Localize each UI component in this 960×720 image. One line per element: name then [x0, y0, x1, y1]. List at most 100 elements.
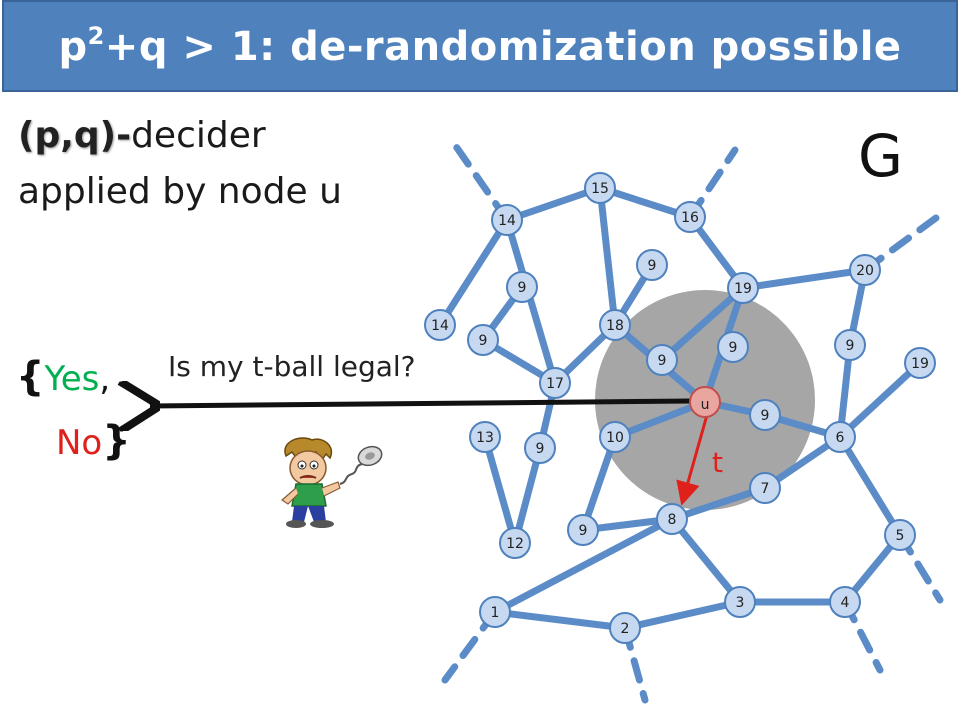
graph-node: 10: [599, 421, 631, 453]
node-circle: [467, 324, 499, 356]
node-label: 1: [491, 605, 500, 621]
graph-node: 9: [636, 249, 668, 281]
node-circle: [834, 329, 866, 361]
node-label: 9: [658, 353, 667, 369]
node-circle: [469, 421, 501, 453]
node-label: 19: [734, 281, 752, 297]
node-label: 8: [668, 512, 677, 528]
node-circle: [829, 586, 861, 618]
answer-yes: Yes: [44, 359, 100, 399]
graph-node: 1: [479, 596, 511, 628]
edge: [836, 433, 904, 539]
edges: [436, 184, 924, 632]
node-circle: [749, 472, 781, 504]
node-circle: [717, 331, 749, 363]
decider-word: decider: [131, 115, 266, 156]
page-title: p2+q > 1: de-randomization possible: [58, 22, 901, 70]
query-arrow: [150, 401, 693, 406]
graph-node: 4: [829, 586, 861, 618]
node-circle: [609, 612, 641, 644]
edge: [491, 515, 676, 616]
edge: [503, 216, 559, 387]
edge: [658, 284, 747, 364]
node-circle: [599, 421, 631, 453]
graph-node: 19: [727, 272, 759, 304]
node-label: 20: [856, 263, 874, 279]
graph-node: 9: [524, 432, 556, 464]
edge: [503, 184, 604, 224]
close-brace: }: [102, 418, 131, 464]
node-circle: [524, 432, 556, 464]
node-label: 9: [761, 408, 770, 424]
node-label: 9: [536, 441, 545, 457]
node-label: 15: [591, 181, 609, 197]
graph-node: 14: [424, 309, 456, 341]
edge: [579, 433, 619, 534]
node-label: 9: [479, 333, 488, 349]
edge: [836, 359, 924, 441]
answer-yes-line: {Yes,: [16, 354, 110, 400]
title-bar: p2+q > 1: de-randomization possible: [2, 0, 958, 92]
node-label: 2: [621, 621, 630, 637]
node-label: 9: [579, 523, 588, 539]
title-rest: +q > 1: de-randomization possible: [104, 24, 902, 70]
node-label: 5: [896, 528, 905, 544]
node-circle: [491, 204, 523, 236]
node-label: 18: [606, 318, 624, 334]
graph-node: 17: [539, 367, 571, 399]
node-label: 16: [681, 210, 699, 226]
node-circle: [567, 514, 599, 546]
node-label: u: [701, 397, 710, 413]
graph-node: 9: [717, 331, 749, 363]
node-label: 3: [736, 595, 745, 611]
graph-node: 9: [834, 329, 866, 361]
node-circle: [689, 386, 721, 418]
graph-node: 19: [904, 347, 936, 379]
node-circle: [656, 503, 688, 535]
node-label: 19: [911, 356, 929, 372]
answer-no: No: [56, 423, 103, 463]
edge: [668, 484, 769, 523]
node-circle: [506, 271, 538, 303]
graph-node: 7: [749, 472, 781, 504]
graph-node: 12: [499, 527, 531, 559]
edge: [621, 598, 744, 632]
node-circle: [646, 344, 678, 376]
graph-node: 9: [467, 324, 499, 356]
node-label: 17: [546, 376, 564, 392]
node-circle: [584, 172, 616, 204]
node-circle: [724, 586, 756, 618]
node-circle: [884, 519, 916, 551]
confused-person-icon: [281, 437, 383, 528]
radius-arrow: [676, 414, 709, 506]
graph-node: 2: [609, 612, 641, 644]
node-label: 9: [729, 340, 738, 356]
graph-node: 20: [849, 254, 881, 286]
node-circle: [824, 421, 856, 453]
node-circle: [849, 254, 881, 286]
node-circle: [424, 309, 456, 341]
node-label: 14: [498, 213, 516, 229]
node-label: 6: [836, 430, 845, 446]
graph-node: 9: [646, 344, 678, 376]
decider-line-1: (p,q)-decider: [18, 108, 342, 164]
node-label: 9: [846, 338, 855, 354]
node-circle: [599, 309, 631, 341]
edge: [668, 515, 744, 606]
node-label: 12: [506, 536, 524, 552]
node-circle: [499, 527, 531, 559]
graph-node: 8: [656, 503, 688, 535]
graph-node: 16: [674, 201, 706, 233]
graph-node: 13: [469, 421, 501, 453]
node-circle: [674, 201, 706, 233]
edge: [481, 433, 519, 547]
graph-node: 18: [599, 309, 631, 341]
node-label: 9: [648, 258, 657, 274]
node-label: 4: [841, 595, 850, 611]
edge: [511, 444, 544, 547]
radius-label: t: [712, 446, 723, 479]
graph-node: 3: [724, 586, 756, 618]
node-label: 10: [606, 430, 624, 446]
